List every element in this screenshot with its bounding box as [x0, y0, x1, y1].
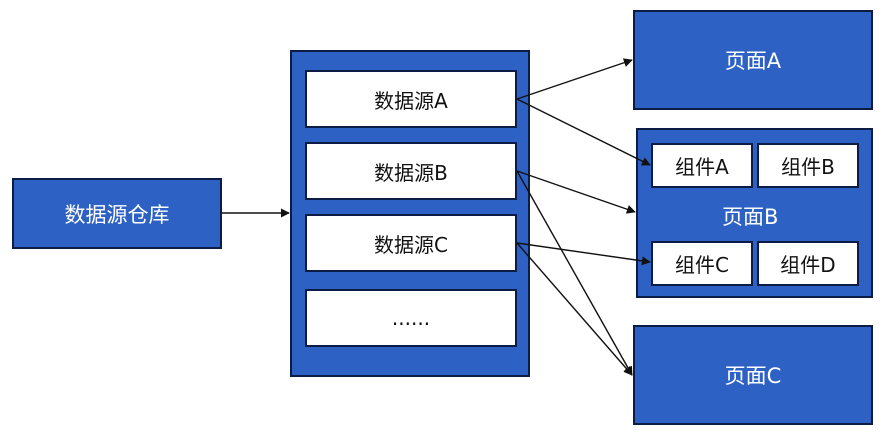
component-c-label: 组件C: [675, 253, 729, 277]
component-b-label: 组件B: [781, 155, 835, 179]
component-d-label: 组件D: [780, 253, 836, 277]
data-warehouse-box: 数据源仓库: [12, 178, 222, 249]
arrow-source-a-to-component-a: [516, 98, 651, 166]
arrow-source-a-to-page-a: [516, 58, 633, 100]
data-source-b-label: 数据源B: [374, 160, 448, 185]
data-source-c-box: 数据源C: [305, 214, 517, 272]
component-c-box: 组件C: [651, 241, 753, 286]
data-source-more-label: ......: [391, 306, 431, 330]
data-source-b-box: 数据源B: [305, 142, 517, 200]
page-b-label: 页面B: [722, 205, 779, 229]
arrow-source-c-to-page-c: [516, 242, 633, 376]
arrow-source-b-to-page-b: [516, 170, 636, 214]
page-c-label: 页面C: [724, 364, 782, 388]
component-d-box: 组件D: [757, 241, 859, 286]
component-a-box: 组件A: [651, 143, 753, 188]
data-source-more-box: ......: [305, 289, 517, 347]
data-source-a-box: 数据源A: [305, 70, 517, 128]
component-a-label: 组件A: [675, 155, 729, 179]
page-a-box: 页面A: [633, 10, 873, 110]
page-c-box: 页面C: [633, 325, 873, 425]
arrow-source-b-to-page-c: [516, 170, 633, 376]
data-source-c-label: 数据源C: [374, 232, 448, 257]
page-a-label: 页面A: [724, 49, 782, 73]
arrow-source-c-to-component-c: [516, 242, 651, 266]
data-warehouse-label: 数据源仓库: [64, 202, 170, 227]
data-source-a-label: 数据源A: [374, 88, 448, 113]
component-b-box: 组件B: [757, 143, 859, 188]
